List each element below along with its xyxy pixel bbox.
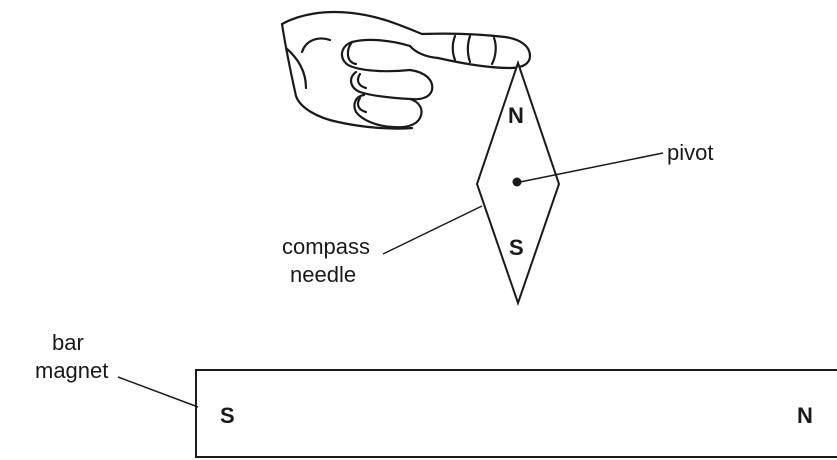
needle-north-label: N [508,103,524,128]
bar-magnet [195,369,837,458]
compass-needle-label-line2: needle [290,262,357,287]
pivot-point [512,177,522,187]
needle-south-label: S [509,235,524,260]
bar-magnet-leader-line [117,376,199,408]
compass-needle-label-line1: compass [282,234,371,259]
bar-magnet-label-line2: magnet [35,358,109,383]
compass-needle-leader-line [382,205,483,255]
pivot-leader-line [519,152,664,183]
magnet-south-label: S [220,403,235,428]
magnet-north-label: N [797,403,813,428]
hand-illustration [280,10,532,130]
pivot-label: pivot [667,140,714,165]
bar-magnet-label-line1: bar [52,330,84,355]
